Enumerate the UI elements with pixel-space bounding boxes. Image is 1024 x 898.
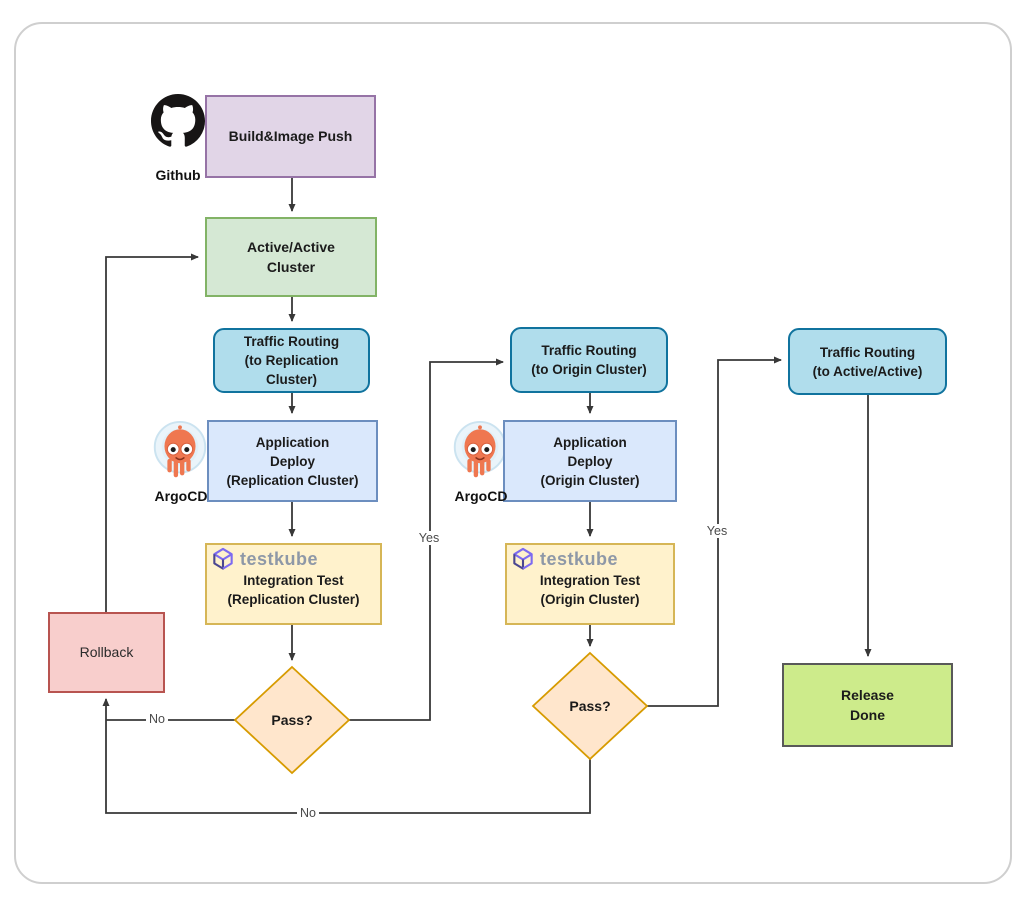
active-cluster-line2: Cluster bbox=[266, 259, 316, 275]
build-image-push-label: Build&Image Push bbox=[228, 128, 353, 144]
rollback-node: Rollback bbox=[48, 612, 165, 693]
traffic-active-line2: (to Active/Active) bbox=[812, 363, 923, 379]
deploy-origin-line1: Application bbox=[553, 434, 627, 450]
integration-test-origin-line1: Integration Test bbox=[539, 573, 641, 588]
traffic-routing-origin-node: Traffic Routing (to Origin Cluster) bbox=[510, 327, 668, 393]
github-label: Github bbox=[155, 167, 201, 183]
app-deploy-origin-node: Application Deploy (Origin Cluster) bbox=[503, 420, 677, 502]
edge-label-yes-1: Yes bbox=[415, 531, 443, 545]
traffic-origin-line2: (to Origin Cluster) bbox=[531, 362, 647, 377]
traffic-replication-line2: (to Replication bbox=[244, 353, 339, 368]
deploy-replication-line1: Application bbox=[255, 434, 330, 450]
release-done-node: Release Done bbox=[782, 663, 953, 747]
active-active-cluster-node: Active/Active Cluster bbox=[205, 217, 377, 297]
traffic-origin-line1: Traffic Routing bbox=[541, 343, 637, 358]
diagram-frame bbox=[14, 22, 1012, 884]
rollback-label: Rollback bbox=[79, 644, 134, 660]
integration-test-replication-line1: Integration Test bbox=[243, 573, 344, 588]
integration-test-replication-line2: (Replication Cluster) bbox=[227, 592, 360, 607]
traffic-replication-line1: Traffic Routing bbox=[243, 334, 340, 349]
testkube-logo-text-1: testkube bbox=[240, 549, 319, 569]
app-deploy-replication-node: Application Deploy (Replication Cluster) bbox=[207, 420, 378, 502]
edge-label-no-1: No bbox=[146, 712, 168, 726]
testkube-cube-icon bbox=[213, 547, 233, 570]
pass-decision-1-label: Pass? bbox=[271, 712, 313, 728]
deploy-origin-line3: (Origin Cluster) bbox=[540, 472, 640, 488]
release-done-line2: Done bbox=[850, 707, 885, 723]
edge-label-no-2: No bbox=[297, 806, 319, 820]
active-cluster-line1: Active/Active bbox=[247, 239, 335, 255]
edge-label-yes-2: Yes bbox=[703, 524, 731, 538]
github-octocat-icon bbox=[151, 94, 205, 147]
traffic-replication-line3: Cluster) bbox=[265, 372, 317, 387]
integration-test-origin-line2: (Origin Cluster) bbox=[540, 592, 640, 607]
deploy-replication-line2: Deploy bbox=[269, 453, 315, 469]
release-done-line1: Release bbox=[841, 687, 894, 703]
testkube-logo-1: testkube bbox=[211, 547, 318, 572]
testkube-logo-2: testkube bbox=[511, 547, 618, 572]
testkube-logo-text-2: testkube bbox=[540, 549, 619, 569]
testkube-cube-icon bbox=[513, 547, 533, 570]
traffic-routing-replication-node: Traffic Routing (to Replication Cluster) bbox=[213, 328, 370, 393]
traffic-active-line1: Traffic Routing bbox=[819, 344, 916, 360]
argocd-octopus-icon bbox=[153, 420, 207, 478]
argocd-octopus-icon bbox=[453, 420, 507, 478]
integration-test-replication-node: testkube Integration Test (Replication C… bbox=[205, 543, 382, 625]
integration-test-origin-node: testkube Integration Test (Origin Cluste… bbox=[505, 543, 675, 625]
argocd-label-1: ArgoCD bbox=[154, 488, 208, 504]
deploy-origin-line2: Deploy bbox=[567, 453, 613, 469]
deploy-replication-line3: (Replication Cluster) bbox=[226, 472, 359, 488]
argocd-label-2: ArgoCD bbox=[454, 488, 508, 504]
build-image-push-node: Build&Image Push bbox=[205, 95, 376, 178]
traffic-routing-active-node: Traffic Routing (to Active/Active) bbox=[788, 328, 947, 395]
pass-decision-2-label: Pass? bbox=[569, 698, 611, 714]
